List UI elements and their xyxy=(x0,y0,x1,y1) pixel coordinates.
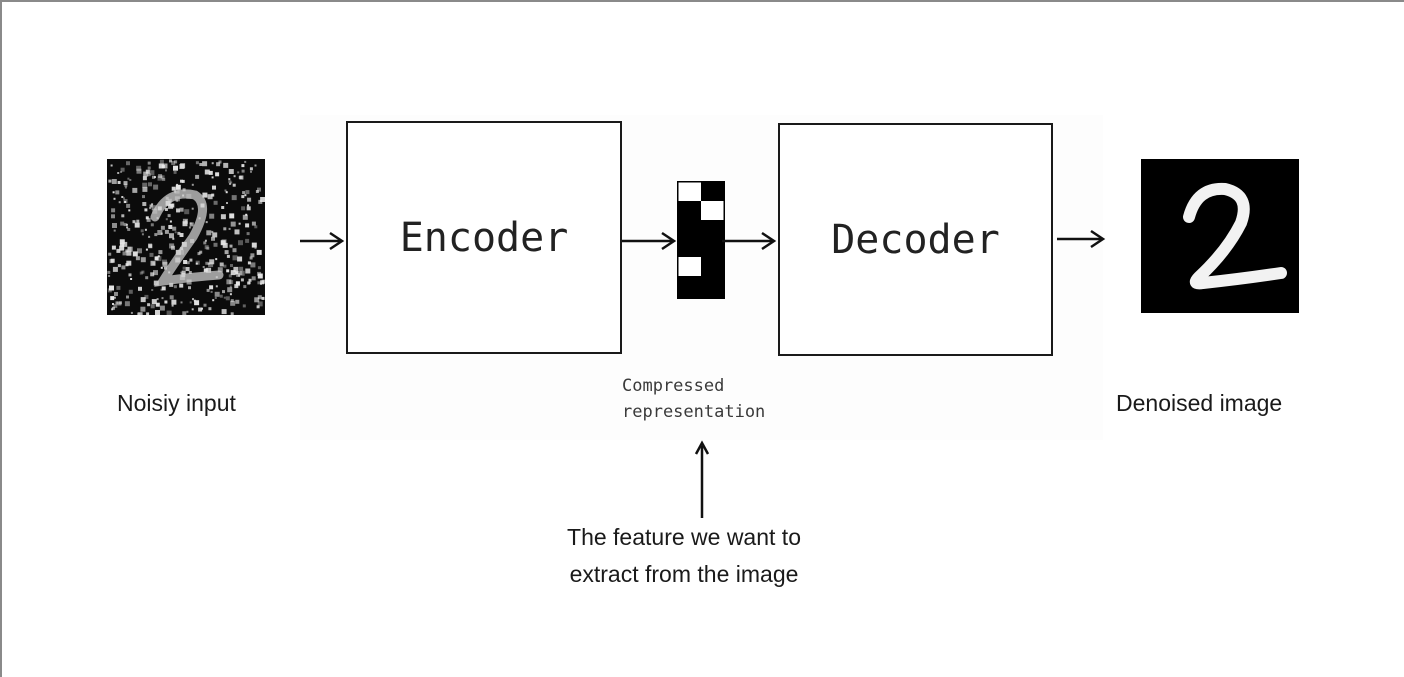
output-caption: Denoised image xyxy=(1116,390,1283,416)
arrow-encoder-to-code xyxy=(622,231,677,251)
frame-left-border xyxy=(0,0,2,677)
decoder-box: Decoder xyxy=(778,123,1053,356)
arrow-feature-pointer xyxy=(694,440,710,518)
compressed-code-block xyxy=(677,181,725,299)
feature-note-line1: The feature we want to xyxy=(567,524,801,550)
noisy-input-image xyxy=(107,159,265,315)
arrow-input-to-encoder xyxy=(300,231,345,251)
encoder-box: Encoder xyxy=(346,121,622,354)
feature-note: The feature we want to extract from the … xyxy=(500,519,868,593)
decoder-label: Decoder xyxy=(831,216,1000,263)
bottleneck-caption-line1: Compressed xyxy=(622,376,725,396)
frame-top-border xyxy=(0,0,1404,2)
bottleneck-caption: Compressed representation xyxy=(622,373,765,425)
input-caption: Noisiy input xyxy=(117,390,236,416)
encoder-label: Encoder xyxy=(399,214,569,261)
arrow-code-to-decoder xyxy=(722,231,777,251)
feature-note-line2: extract from the image xyxy=(569,561,799,587)
arrow-decoder-to-output xyxy=(1057,229,1106,249)
bottleneck-caption-line2: representation xyxy=(622,402,766,422)
denoised-output-image xyxy=(1141,159,1299,313)
